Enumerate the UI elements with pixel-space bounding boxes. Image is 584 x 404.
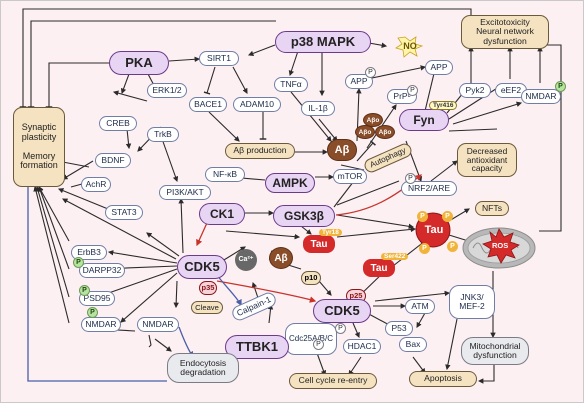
cdc25-node: Cdc25A/B/C xyxy=(285,323,337,355)
trkb-node: TrkB xyxy=(147,127,179,142)
phospho-marker-nmdar-right: P xyxy=(555,81,566,92)
gsk3b-node: GSK3β xyxy=(273,205,335,227)
bace1-node: BACE1 xyxy=(189,97,227,112)
p35-node: p35 xyxy=(199,281,217,295)
phospho-marker-nrf2: P xyxy=(405,173,416,184)
ros-label: ROS xyxy=(492,241,509,250)
pi3k-akt-node: PI3K/AKT xyxy=(159,185,211,200)
app-node-1: APP xyxy=(345,74,373,89)
ttbk1-node: TTBK1 xyxy=(225,335,289,359)
hdac1-node: HDAC1 xyxy=(343,339,381,354)
ab-production-outcome: Aβ production xyxy=(225,143,295,159)
erk12-node: ERK1/2 xyxy=(147,83,187,98)
no-label: NO xyxy=(403,41,417,51)
adam10-node: ADAM10 xyxy=(233,97,281,112)
nfts-outcome: NFTs xyxy=(475,201,509,216)
synaptic-plasticity-outcome: Synaptic plasticity Memory formation xyxy=(13,107,65,187)
sirt1-node: SIRT1 xyxy=(199,51,239,66)
phospho-marker-tau-4: P xyxy=(419,243,430,254)
tau-main-node: Tau xyxy=(424,224,444,236)
apoptosis-outcome: Apoptosis xyxy=(409,371,477,387)
nmdar-mid-node: NMDAR xyxy=(137,317,179,332)
cleave-label: Cleave xyxy=(191,301,223,314)
mitochondrial-dysfunction-outcome: Mitochondrial dysfunction xyxy=(461,337,529,365)
phospho-marker-hdac1: P xyxy=(335,323,346,334)
phospho-marker-app: P xyxy=(365,67,376,78)
il1b-node: IL-1β xyxy=(301,101,335,116)
decreased-antioxidant-outcome: Decreased antioxidant capacity xyxy=(457,143,517,177)
no-burst-icon xyxy=(395,36,424,58)
ser422-tag: Ser422 xyxy=(381,253,409,260)
tyr18-tag: Tyr18 xyxy=(319,229,342,236)
nrf2-are-node: NRF2/ARE xyxy=(401,181,457,196)
abeta-mid-node: Aβ xyxy=(269,247,293,269)
cell-cycle-reentry-outcome: Cell cycle re-entry xyxy=(289,373,377,389)
cdk5-main-node: CDK5 xyxy=(177,255,227,279)
tnfa-node: TNFα xyxy=(274,77,308,92)
black-arrows xyxy=(19,8,562,384)
cdk5-secondary-node: CDK5 xyxy=(313,299,371,323)
pyk2-node: Pyk2 xyxy=(459,83,491,98)
ros-burst-icon xyxy=(482,228,520,264)
ampk-node: AMPK xyxy=(265,173,315,193)
excitotoxicity-outcome: Excitotoxicity Neural network dysfunctio… xyxy=(461,15,549,49)
atm-node: ATM xyxy=(405,299,435,314)
tau-tyr18-node: Tau xyxy=(303,235,335,253)
stat3-node: STAT3 xyxy=(105,205,143,220)
nfkb-node: NF-κB xyxy=(205,167,245,182)
app-node-2: APP xyxy=(425,60,453,75)
bax-node: Bax xyxy=(399,337,427,352)
phospho-marker-tau-1: P xyxy=(417,211,428,222)
abeta-oligomer-2: Aβo xyxy=(355,125,375,139)
phospho-marker-tau-2: P xyxy=(442,211,453,222)
darpp32-node: DARPP32 xyxy=(79,263,125,278)
creb-node: CREB xyxy=(99,116,137,131)
abeta-oligomer-1: Aβo xyxy=(363,113,383,127)
calcium-node: Ca²⁺ xyxy=(235,249,257,271)
achr-node: AchR xyxy=(81,177,111,192)
p53-node: P53 xyxy=(385,321,413,336)
endocytosis-degradation-outcome: Endocytosis degradation xyxy=(167,353,239,383)
nmdar-left-node: NMDAR xyxy=(81,317,121,332)
p10-node: p10 xyxy=(301,271,321,285)
psd95-node: PSD95 xyxy=(79,291,115,306)
ck1-node: CK1 xyxy=(199,203,245,225)
jnk3-mef2-node: JNK3/ MEF-2 xyxy=(449,285,495,319)
bdnf-node: BDNF xyxy=(95,153,131,168)
erbb3-node: ErbB3 xyxy=(71,245,107,260)
mtor-node: mTOR xyxy=(333,169,367,184)
phospho-marker-psd95: P xyxy=(79,285,90,296)
abeta-oligomer-3: Aβo xyxy=(375,125,395,139)
fyn-node: Fyn xyxy=(399,109,449,131)
phospho-marker-cdc25: P xyxy=(313,339,324,350)
phospho-marker-nmdar-left: P xyxy=(87,307,98,318)
pka-node: PKA xyxy=(109,51,169,75)
tau-ser422-node: Tau xyxy=(363,259,395,277)
phospho-marker-prpc: P xyxy=(407,85,418,96)
p38-mapk-node: p38 MAPK xyxy=(275,31,371,53)
phospho-marker-tau-3: P xyxy=(447,241,458,252)
abeta-main-node: Aβ xyxy=(327,139,357,161)
tyr416-tag: Tyr416 xyxy=(429,101,458,110)
phospho-marker-darpp32: P xyxy=(73,257,84,268)
nmdar-right-node: NMDAR xyxy=(521,89,561,104)
